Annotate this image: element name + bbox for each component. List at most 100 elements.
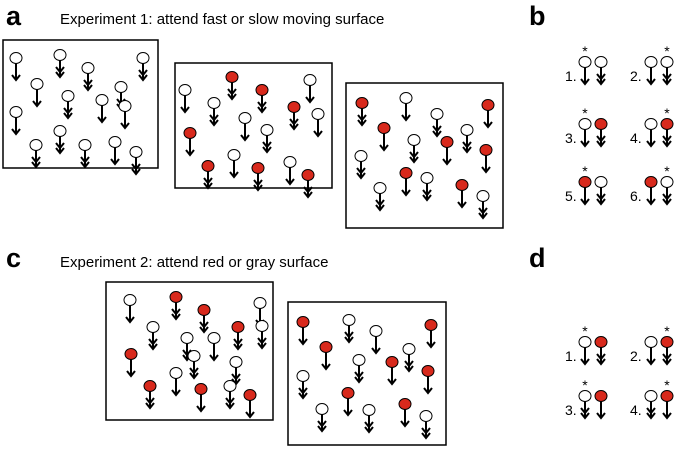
white-dot — [311, 108, 325, 138]
stimulus-box-exp1-3 — [345, 82, 504, 229]
condition-pair: * — [644, 377, 674, 420]
red-dot — [660, 118, 674, 148]
white-dot — [303, 74, 317, 104]
red-dot — [644, 176, 658, 206]
white-dot — [9, 106, 23, 136]
panel-letter-c: c — [6, 243, 22, 273]
white-dot — [578, 118, 592, 148]
red-dot — [479, 144, 493, 174]
attended-star-icon: * — [582, 323, 588, 339]
white-dot — [169, 367, 183, 397]
white-dot — [419, 410, 433, 440]
white-dot — [420, 172, 434, 202]
red-dot — [296, 316, 310, 346]
red-dot — [319, 341, 333, 371]
white-dot — [644, 336, 658, 366]
red-dot — [594, 390, 608, 420]
white-dot — [229, 356, 243, 386]
white-dot — [227, 149, 241, 179]
white-dot — [296, 370, 310, 400]
red-dot — [594, 118, 608, 148]
white-dot — [399, 92, 413, 122]
condition-legend: ********** — [578, 43, 674, 420]
red-dot — [377, 122, 391, 152]
white-dot — [402, 343, 416, 373]
red-dot — [355, 97, 369, 127]
white-dot — [53, 125, 67, 155]
condition-pair: * — [578, 163, 608, 206]
experiment-2-title: Experiment 2: attend red or gray surface — [60, 254, 329, 271]
white-dot — [30, 78, 44, 108]
red-dot — [421, 365, 435, 395]
attended-star-icon: * — [582, 105, 588, 121]
red-dot — [301, 169, 315, 199]
white-dot — [123, 294, 137, 324]
condition-label: 2. — [630, 348, 642, 364]
white-dot — [223, 380, 237, 410]
white-dot — [95, 94, 109, 124]
red-dot — [287, 101, 301, 131]
attended-star-icon: * — [582, 43, 588, 59]
white-dot — [362, 404, 376, 434]
white-dot — [187, 350, 201, 380]
white-dot — [342, 314, 356, 344]
red-dot — [481, 99, 495, 129]
white-dot — [644, 56, 658, 86]
white-dot — [644, 118, 658, 148]
red-dot — [660, 336, 674, 366]
white-dot — [178, 84, 192, 114]
red-dot — [243, 389, 257, 419]
stimulus-box-exp1-2 — [174, 62, 333, 189]
white-dot — [594, 56, 608, 86]
condition-label: 1. — [565, 68, 577, 84]
white-dot — [315, 403, 329, 433]
white-dot — [129, 146, 143, 176]
red-dot — [169, 291, 183, 321]
condition-label: 3. — [565, 130, 577, 146]
white-dot — [136, 52, 150, 82]
white-dot — [108, 136, 122, 166]
condition-label: 1. — [565, 348, 577, 364]
condition-pair: * — [644, 43, 674, 86]
condition-pair: * — [644, 105, 674, 148]
red-dot — [231, 321, 245, 351]
red-dot — [399, 167, 413, 197]
white-dot — [255, 320, 269, 350]
white-dot — [660, 56, 674, 86]
condition-label: 5. — [565, 188, 577, 204]
stimulus-box-exp1-1 — [2, 39, 159, 169]
red-dot — [194, 383, 208, 413]
condition-label: 4. — [630, 130, 642, 146]
white-dot — [476, 190, 490, 220]
white-dot — [460, 124, 474, 154]
white-dot — [354, 150, 368, 180]
white-dot — [373, 182, 387, 212]
white-dot — [81, 62, 95, 92]
condition-pair: * — [644, 323, 674, 366]
red-dot — [455, 179, 469, 209]
condition-pair: * — [578, 323, 608, 366]
white-dot — [207, 332, 221, 362]
attended-star-icon: * — [582, 377, 588, 393]
white-dot — [578, 336, 592, 366]
attended-star-icon: * — [664, 323, 670, 339]
white-dot — [238, 112, 252, 142]
white-dot — [407, 134, 421, 164]
condition-pair: * — [578, 43, 608, 86]
white-dot — [118, 100, 132, 130]
white-dot — [594, 176, 608, 206]
panel-letter-b: b — [529, 1, 546, 31]
condition-label: 3. — [565, 402, 577, 418]
red-dot — [143, 380, 157, 410]
red-dot — [385, 356, 399, 386]
red-dot — [660, 390, 674, 420]
red-dot — [578, 176, 592, 206]
white-dot — [9, 52, 23, 82]
red-dot — [594, 336, 608, 366]
red-dot — [255, 84, 269, 114]
red-dot — [183, 127, 197, 157]
white-dot — [207, 97, 221, 127]
white-dot — [352, 354, 366, 384]
white-dot — [29, 139, 43, 169]
